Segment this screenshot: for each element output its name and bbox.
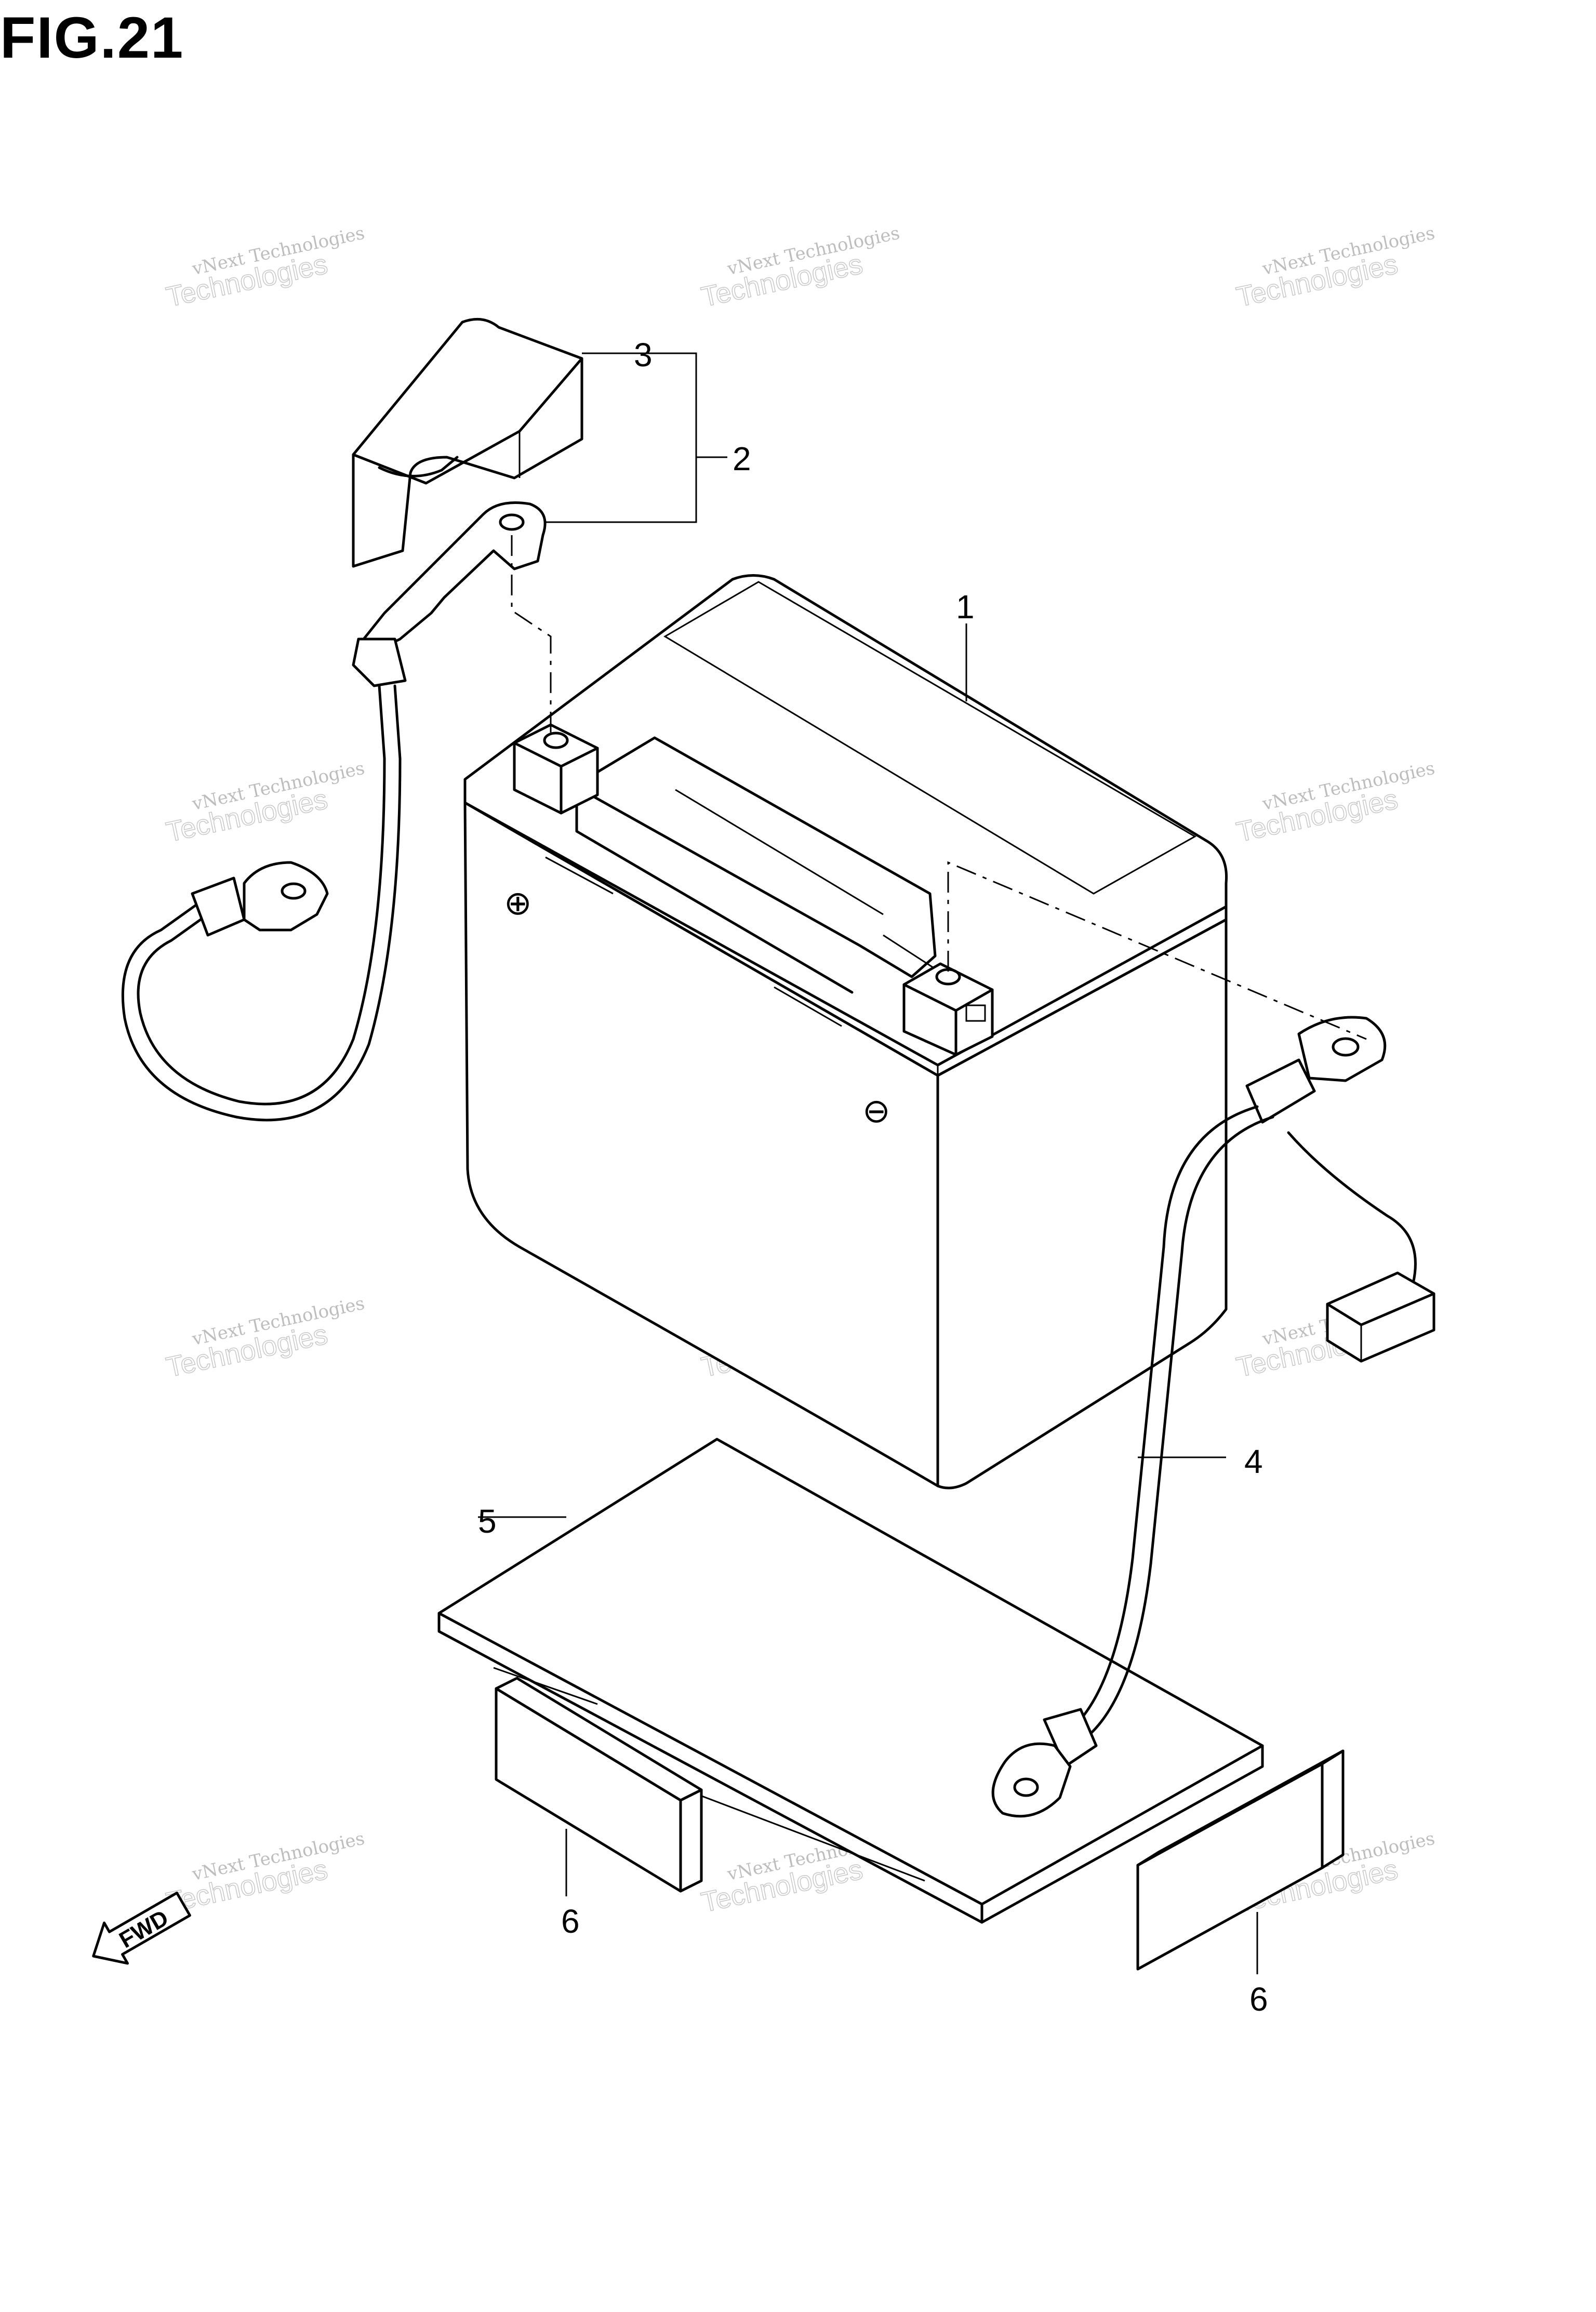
part-6-spacer-left — [495, 1677, 703, 1893]
watermark: vNext Technologies Technologies — [698, 223, 901, 313]
callout-1: 1 — [956, 588, 975, 626]
callout-6-right: 6 — [1249, 1981, 1268, 2018]
part-1-battery: ⊕ ⊖ — [463, 574, 1228, 1490]
negative-symbol: ⊖ — [862, 1092, 890, 1130]
callout-5: 5 — [478, 1503, 497, 1540]
positive-symbol: ⊕ — [504, 884, 532, 922]
fwd-arrow: FWD — [92, 1891, 191, 1965]
figure-title: FIG.21 — [0, 5, 184, 70]
part-5-battery-pad — [437, 1438, 1264, 1924]
negative-terminal — [902, 962, 994, 1056]
watermark: vNext Technologies Technologies — [1233, 223, 1437, 313]
watermark: vNext Technologies Technologies — [163, 1828, 366, 1919]
callout-6-left: 6 — [561, 1903, 580, 1940]
part-2-positive-cable — [121, 501, 547, 1122]
watermark: vNext Technologies Technologies — [163, 1293, 366, 1384]
callout-3: 3 — [634, 336, 653, 374]
callout-leaders — [478, 352, 1258, 1974]
callout-labels: 1 2 3 4 5 6 6 — [478, 336, 1268, 2018]
watermark: vNext Technologies Technologies — [1233, 758, 1437, 848]
part-6-spacer-right — [1136, 1749, 1345, 1971]
part-3-terminal-cover — [352, 317, 583, 568]
assembly-center-lines — [511, 535, 1367, 1040]
part-4-negative-cable — [991, 1016, 1435, 1818]
watermark: vNext Technologies Technologies — [163, 223, 366, 313]
callout-2: 2 — [733, 440, 751, 477]
callout-4: 4 — [1244, 1443, 1263, 1480]
watermark: vNext Technologies Technologies — [163, 758, 366, 848]
